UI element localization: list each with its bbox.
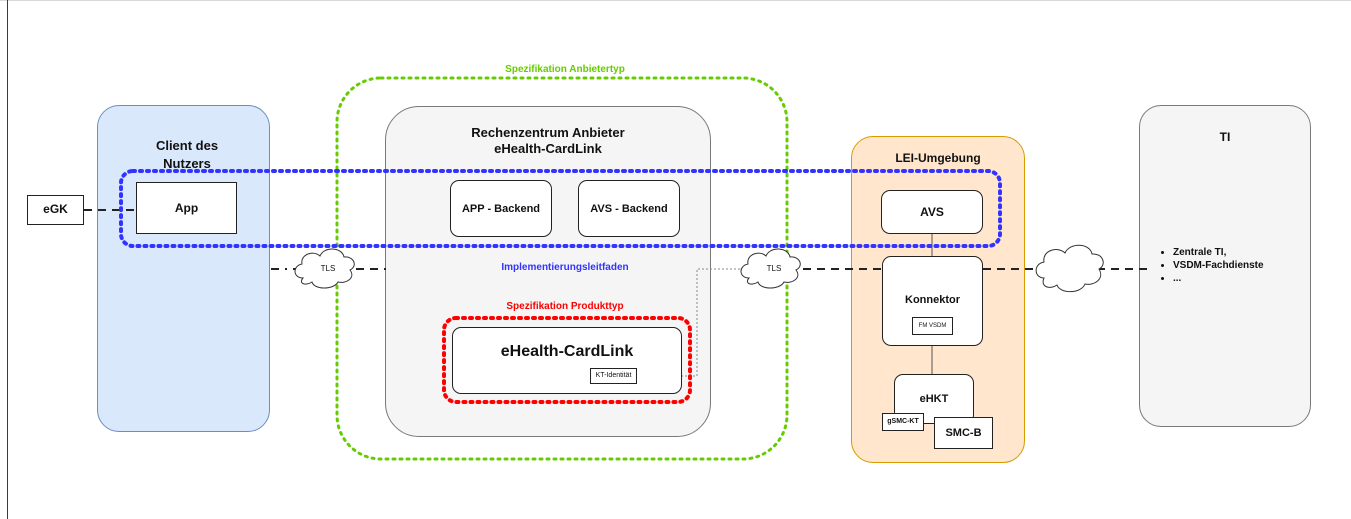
frame-left-border xyxy=(7,0,8,519)
egk-label: eGK xyxy=(43,202,68,216)
tls-right-cloud xyxy=(740,248,801,289)
rechenzentrum-title-line1: Rechenzentrum Anbieter xyxy=(471,125,625,140)
egk-box[interactable] xyxy=(27,195,84,225)
implementierungsleitfaden-label: Implementierungsleitfaden xyxy=(501,262,629,273)
tls-right-label: TLS xyxy=(766,264,782,273)
ti-cloud xyxy=(1035,244,1104,293)
app-box[interactable] xyxy=(136,182,237,234)
implementierungsleitfaden-frame xyxy=(119,169,1002,248)
ti-list-item: Zentrale TI, xyxy=(1173,246,1264,259)
smc-b-label: SMC-B xyxy=(945,427,982,439)
client-container[interactable] xyxy=(97,105,270,432)
client-title: Client des Nutzers xyxy=(155,138,219,171)
app-backend-box[interactable] xyxy=(450,180,552,237)
spezifikation-produkttyp-label: Spezifikation Produkttyp xyxy=(506,301,624,312)
konnektor-box[interactable] xyxy=(882,256,983,346)
smc-b-box[interactable] xyxy=(934,417,993,449)
lei-title: LEI-Umgebung xyxy=(895,151,981,165)
ti-title: TI xyxy=(1219,130,1231,144)
app-backend-label: APP - Backend xyxy=(461,203,541,215)
avs-backend-label: AVS - Backend xyxy=(590,203,668,215)
cardlink-label: eHealth-CardLink xyxy=(500,343,634,360)
spezifikation-anbietertyp-label: Spezifikation Anbietertyp xyxy=(505,64,625,75)
rechenzentrum-title-line2: eHealth-CardLink xyxy=(494,141,602,156)
fm-vsdm-box[interactable] xyxy=(912,317,953,335)
gsmc-kt-label: gSMC-KT xyxy=(887,418,919,425)
kt-identitaet-label: KT-Identität xyxy=(595,372,632,379)
fm-vsdm-label: FM VSDM xyxy=(918,323,947,329)
konnektor-label: Konnektor xyxy=(905,294,960,306)
avs-backend-box[interactable] xyxy=(578,180,680,237)
spezifikation-produkttyp-frame xyxy=(442,316,692,404)
avs-box[interactable] xyxy=(881,190,983,234)
cardlink-box[interactable] xyxy=(452,327,682,394)
ti-list: Zentrale TI, VSDM-Fachdienste ... xyxy=(1161,246,1264,285)
gsmc-kt-box[interactable] xyxy=(882,413,924,431)
tls-left-cloud xyxy=(294,248,355,289)
ti-list-item: VSDM-Fachdienste xyxy=(1173,259,1264,272)
ti-list-item: ... xyxy=(1173,272,1264,285)
app-label: App xyxy=(174,201,199,215)
ti-container[interactable] xyxy=(1139,105,1311,427)
tls-left-label: TLS xyxy=(320,264,336,273)
frame-top-border xyxy=(0,0,1351,1)
avs-label: AVS xyxy=(920,205,944,219)
ehkt-label: eHKT xyxy=(919,393,949,405)
kt-identitaet-box[interactable] xyxy=(590,368,637,384)
